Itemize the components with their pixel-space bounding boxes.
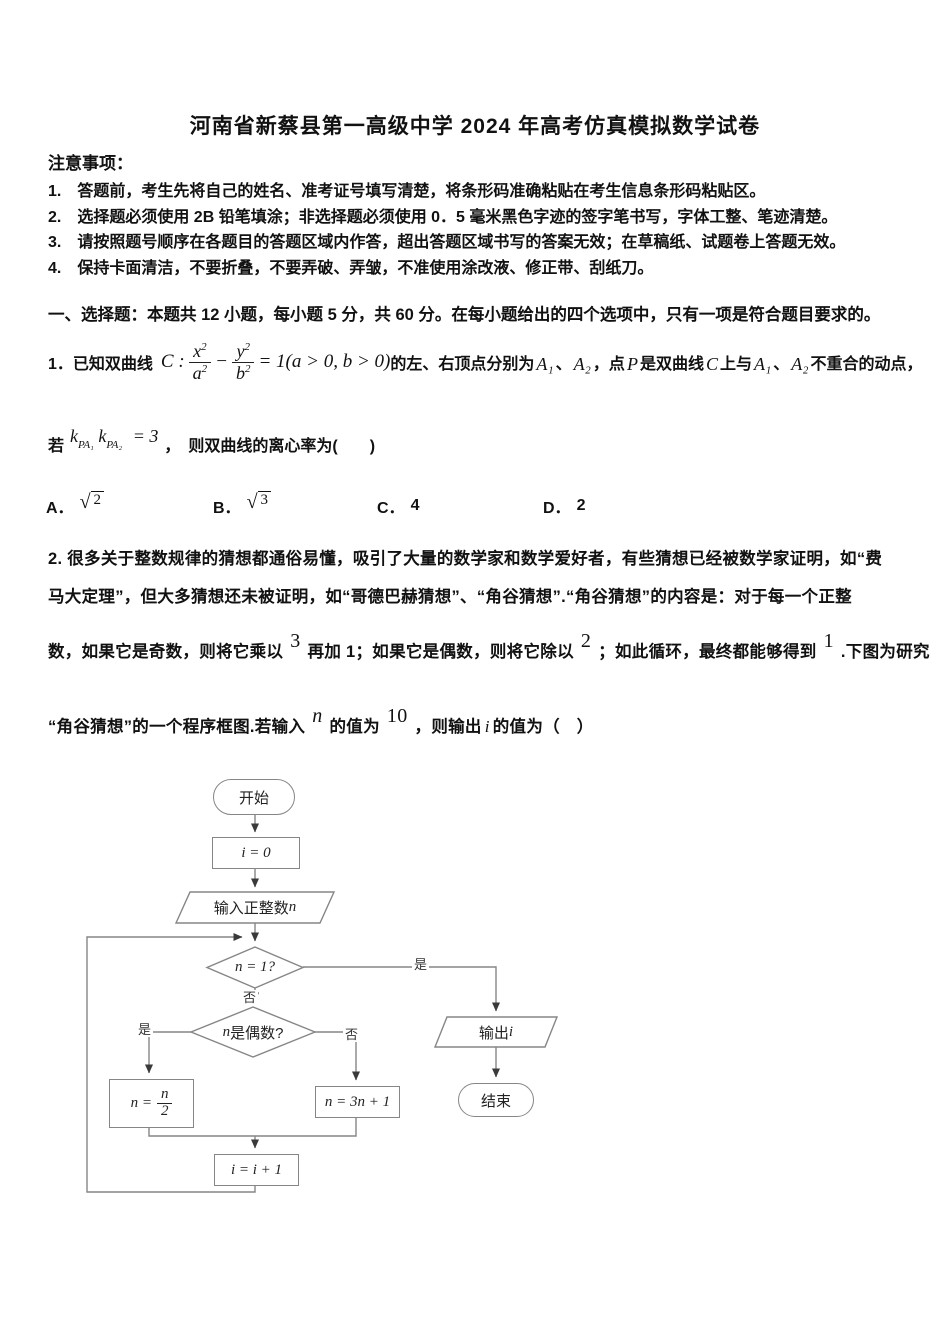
option-d-label: D． xyxy=(543,500,571,517)
vertex-a1: A₁ xyxy=(536,353,554,374)
notice-item-1: 1. 答题前，考生先将自己的姓名、准考证号填写清楚，将条形码准确粘贴在考生信息条… xyxy=(48,183,766,200)
edge-label-yes-2: 是 xyxy=(136,1022,154,1037)
q1-text-2: ，点 xyxy=(592,356,625,373)
dun-comma: 、 xyxy=(555,356,572,373)
vertex-a2-again: A₂ xyxy=(791,353,809,374)
option-b: B． √3 xyxy=(213,486,272,526)
slope-product-formula: kPA₁ kPA₂ = 3 xyxy=(70,425,159,451)
option-a-label: A． xyxy=(46,500,74,517)
flowchart-start: 开始 xyxy=(213,779,295,815)
flowchart-end: 结束 xyxy=(458,1083,534,1117)
edge-label-no-1: 否 xyxy=(241,990,259,1005)
option-c-label: C． xyxy=(377,500,405,517)
q1-text-1: 的左、右顶点分别为 xyxy=(390,356,535,373)
raised-n: n xyxy=(312,705,323,727)
raised-2: 2 xyxy=(580,630,592,652)
option-d: D． 2 xyxy=(543,486,585,526)
notice-heading: 注意事项： xyxy=(48,154,133,173)
question-1-line-2: 若 kPA₁ kPA₂ = 3 ， 则双曲线的离心率为( ) xyxy=(48,420,375,468)
edge-label-yes-1: 是 xyxy=(412,957,430,972)
flowchart-triple-box: n = 3n + 1 xyxy=(315,1086,400,1118)
q1-text-3: 是双曲线 xyxy=(639,356,704,373)
curve-c: C xyxy=(705,353,718,374)
flowchart-init: i = 0 xyxy=(212,837,300,869)
option-c: C． 4 xyxy=(377,486,419,526)
option-b-label: B． xyxy=(213,500,241,517)
page-title: 河南省新蔡县第一高级中学 2024 年高考仿真模拟数学试卷 xyxy=(189,115,761,138)
fraction-y2-b2: y2 b2 xyxy=(231,341,255,384)
minus-sign: − xyxy=(215,351,228,372)
q1-eccentricity-text: ， 则双曲线的离心率为( ) xyxy=(164,438,376,455)
notice-item-2: 2. 选择题必须使用 2B 铅笔填涂；非选择题必须使用 0．5 毫米黑色字迹的签… xyxy=(48,209,838,226)
q1-text-5: 不重合的动点， xyxy=(810,356,923,373)
var-i: i xyxy=(484,717,490,736)
q1-text-4: 上与 xyxy=(719,356,752,373)
n-over-2-fraction: n 2 xyxy=(156,1086,173,1120)
notice-item-3: 3. 请按照题号顺序在各题目的答题区域内作答，超出答题区域书写的答案无效；在草稿… xyxy=(48,234,846,251)
option-b-value: √3 xyxy=(247,490,272,518)
formula-tail: = 1(a > 0, b > 0) xyxy=(258,351,391,372)
point-p: P xyxy=(626,353,638,374)
hyperbola-name: C : xyxy=(160,351,185,372)
raised-3: 3 xyxy=(290,630,301,652)
option-c-value: 4 xyxy=(410,497,420,514)
notice-item-4: 4. 保持卡面清洁，不要折叠，不要弄破、弄皱，不准使用涂改液、修正带、刮纸刀。 xyxy=(48,260,654,277)
question-2-line-1: 2. 很多关于整数规律的猜想都通俗易懂，吸引了大量的数学家和数学爱好者，有些猜想… xyxy=(48,550,883,568)
question-2-line-2: 马大定理”，但大多猜想还未被证明，如“哥德巴赫猜想”、“角谷猜想”.“角谷猜想”… xyxy=(48,588,852,606)
section-1-heading: 一、选择题：本题共 12 小题，每小题 5 分，共 60 分。在每小题给出的四个… xyxy=(48,306,881,324)
fraction-x2-a2: x2 a2 xyxy=(188,341,212,384)
question-1-line-1: 1．已知双曲线 C : x2 a2 − y2 b2 = 1(a > 0, b >… xyxy=(48,330,923,394)
q1-if: 若 xyxy=(48,438,65,455)
edge-label-no-2: 否 xyxy=(343,1027,361,1042)
raised-10: 10 xyxy=(386,705,408,727)
flowchart-decision-1: n = 1? xyxy=(234,959,276,975)
flowchart-half-box: n = n 2 xyxy=(109,1079,194,1128)
vertex-a1-again: A₁ xyxy=(753,353,772,374)
dun-comma-2: 、 xyxy=(773,356,790,373)
raised-1: 1 xyxy=(823,630,834,652)
option-a: A． √2 xyxy=(46,486,105,526)
vertex-a2: A₂ xyxy=(573,353,591,374)
q1-prefix: 1．已知双曲线 xyxy=(48,356,153,373)
option-a-value: √2 xyxy=(80,490,105,518)
flowchart-increment: i = i + 1 xyxy=(214,1154,299,1186)
option-d-value: 2 xyxy=(576,497,586,514)
